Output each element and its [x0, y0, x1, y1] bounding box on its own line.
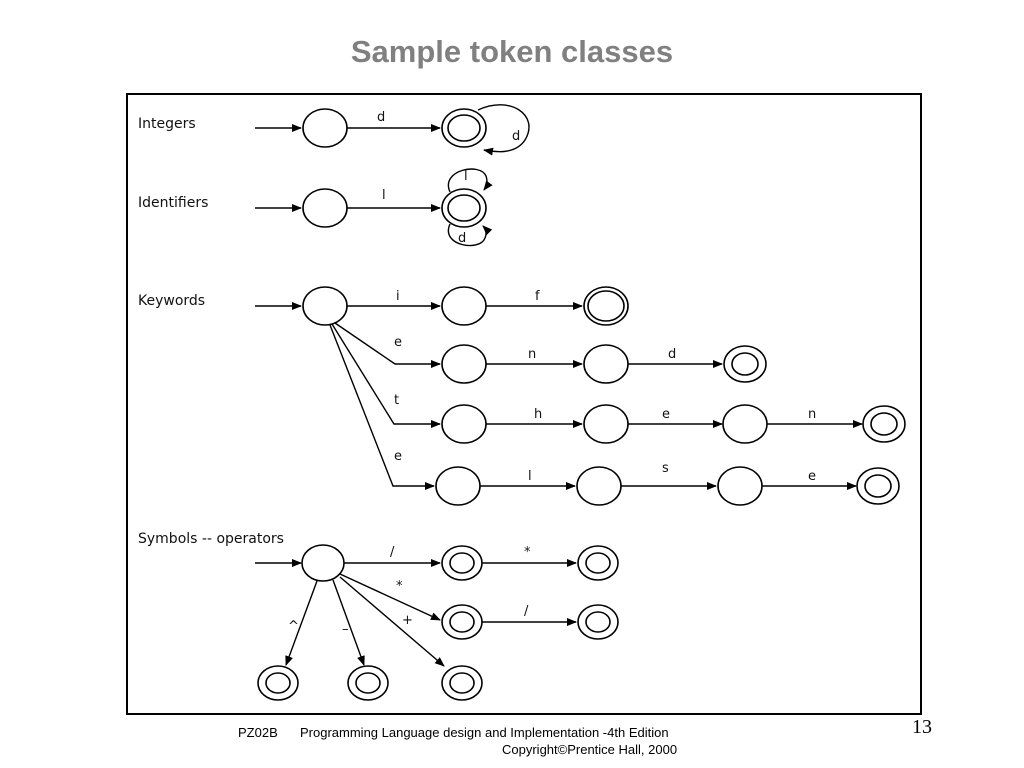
sym-plus-label: +	[402, 613, 413, 628]
kw-e-edge-3	[329, 324, 435, 490]
sym-plus-edge	[339, 576, 445, 667]
kw-s-label: s	[662, 461, 669, 476]
sym-caret-edge	[285, 580, 318, 666]
kw-then-state-2	[583, 404, 629, 444]
kw-e-label-1: e	[394, 335, 402, 350]
integers-d-label: d	[377, 110, 385, 125]
label-integers: Integers	[138, 116, 196, 132]
sym-slash-after-star-label: /	[524, 604, 529, 619]
diagram-frame	[126, 93, 922, 715]
kw-else-state-3	[717, 466, 763, 506]
kw-t-edge	[331, 323, 441, 428]
keywords-start-state	[302, 286, 348, 326]
sym-minus-edge	[332, 579, 365, 666]
kw-else-accept-inner	[864, 474, 892, 498]
kw-d-label: d	[668, 347, 676, 362]
symbols-start-state	[301, 544, 345, 582]
sym-slash-label: /	[390, 545, 395, 560]
kw-then-state-1	[441, 404, 487, 444]
kw-n-label-2: n	[808, 407, 816, 422]
identifiers-l-label: l	[382, 188, 386, 203]
kw-else-state-1	[435, 466, 481, 506]
label-keywords: Keywords	[138, 293, 205, 309]
footer-book: Programming Language design and Implemen…	[300, 725, 669, 740]
sym-caret-label: ^	[288, 619, 299, 634]
kw-e-label-2: e	[662, 407, 670, 422]
kw-e-label-3: e	[394, 449, 402, 464]
kw-h-label: h	[534, 407, 542, 422]
sym-comment-accept-inner	[585, 552, 611, 574]
kw-end-accept-inner	[731, 352, 759, 376]
kw-end-state-2	[583, 344, 629, 384]
footer-copyright: Copyright©Prentice Hall, 2000	[502, 742, 678, 757]
sym-minus-label: –	[342, 622, 349, 637]
kw-e-label-4: e	[808, 469, 816, 484]
kw-end-state-1	[441, 344, 487, 384]
identifiers-loop-bottom	[447, 223, 493, 247]
integers-start-state	[302, 108, 348, 148]
identifiers-loop-bottom-label: d	[458, 231, 466, 246]
kw-n-label: n	[528, 347, 536, 362]
kw-then-accept-inner	[870, 412, 898, 436]
sym-star-after-slash-label: *	[524, 545, 531, 560]
sym-star-edge	[339, 573, 441, 621]
footer-course: PZ02B	[238, 725, 278, 740]
kw-i-label: i	[396, 289, 400, 304]
integers-loop	[477, 104, 530, 156]
integers-accept-inner	[447, 114, 481, 142]
sym-caret-accept-inner	[265, 672, 291, 694]
label-symbols: Symbols -- operators	[138, 531, 284, 547]
identifiers-loop-top	[447, 168, 493, 193]
kw-if-state-1	[441, 286, 487, 326]
identifiers-accept-inner	[447, 194, 481, 222]
identifiers-start-state	[302, 188, 348, 228]
kw-then-state-3	[722, 404, 768, 444]
integers-loop-label: d	[512, 129, 520, 144]
label-identifiers: Identifiers	[138, 195, 208, 211]
sym-star-label: *	[396, 579, 403, 594]
kw-else-state-2	[576, 466, 622, 506]
kw-t-label: t	[394, 393, 399, 408]
kw-f-label: f	[535, 289, 540, 304]
sym-slash-accept-inner	[449, 552, 475, 574]
sym-plus-accept-inner	[449, 672, 475, 694]
kw-l-label: l	[528, 469, 532, 484]
sym-minus-accept-inner	[355, 672, 381, 694]
page-number: 13	[912, 716, 932, 738]
sym-star-accept-inner	[449, 611, 475, 633]
identifiers-loop-top-label: l	[464, 169, 468, 184]
slide-title: Sample token classes	[350, 34, 674, 69]
sym-comment-end-accept-inner	[585, 611, 611, 633]
kw-if-accept-inner	[587, 290, 625, 322]
kw-e-edge-1	[334, 322, 441, 368]
